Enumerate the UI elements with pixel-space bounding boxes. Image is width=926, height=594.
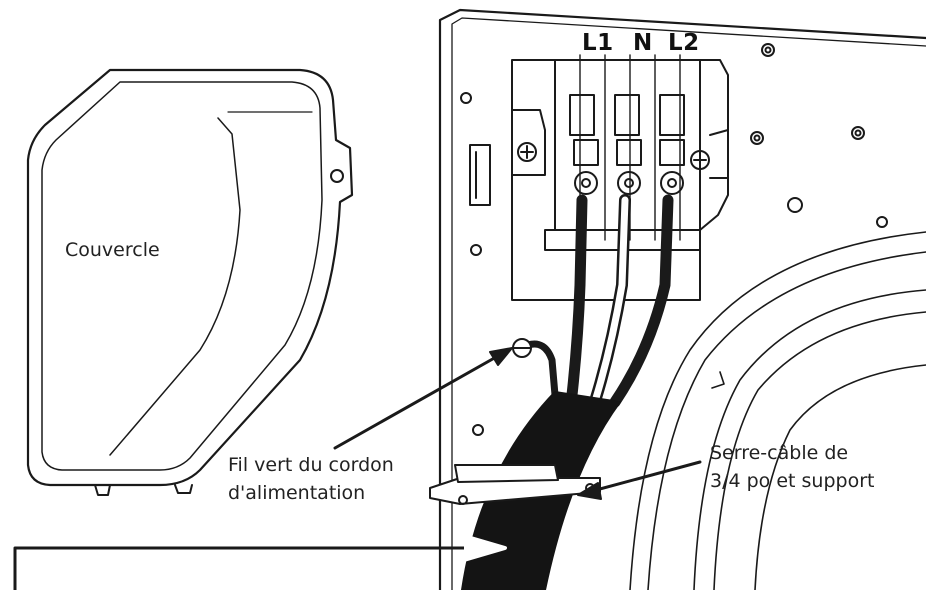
terminal-label-l1: L1 bbox=[582, 30, 614, 56]
strain-relief-clamp bbox=[429, 464, 601, 505]
drum-outline bbox=[629, 231, 926, 591]
terminal-block bbox=[511, 54, 729, 301]
green-wire-label-line1: Fil vert du cordon bbox=[228, 454, 394, 476]
clamp-label-line2: 3/4 po et support bbox=[710, 470, 875, 492]
arrow-green-wire bbox=[333, 347, 513, 450]
terminal-label-l2: L2 bbox=[668, 30, 700, 56]
terminal-label-n: N bbox=[633, 30, 653, 56]
terminal-cover bbox=[26, 68, 354, 496]
cover-label: Couvercle bbox=[65, 239, 160, 261]
arrow-cord bbox=[13, 534, 507, 592]
clamp-label-line1: Serre-câble de bbox=[710, 442, 849, 464]
dryer-panel bbox=[438, 8, 926, 592]
green-wire-label-line2: d'alimentation bbox=[228, 482, 366, 504]
arrow-clamp bbox=[577, 460, 702, 500]
power-wires bbox=[512, 194, 674, 408]
